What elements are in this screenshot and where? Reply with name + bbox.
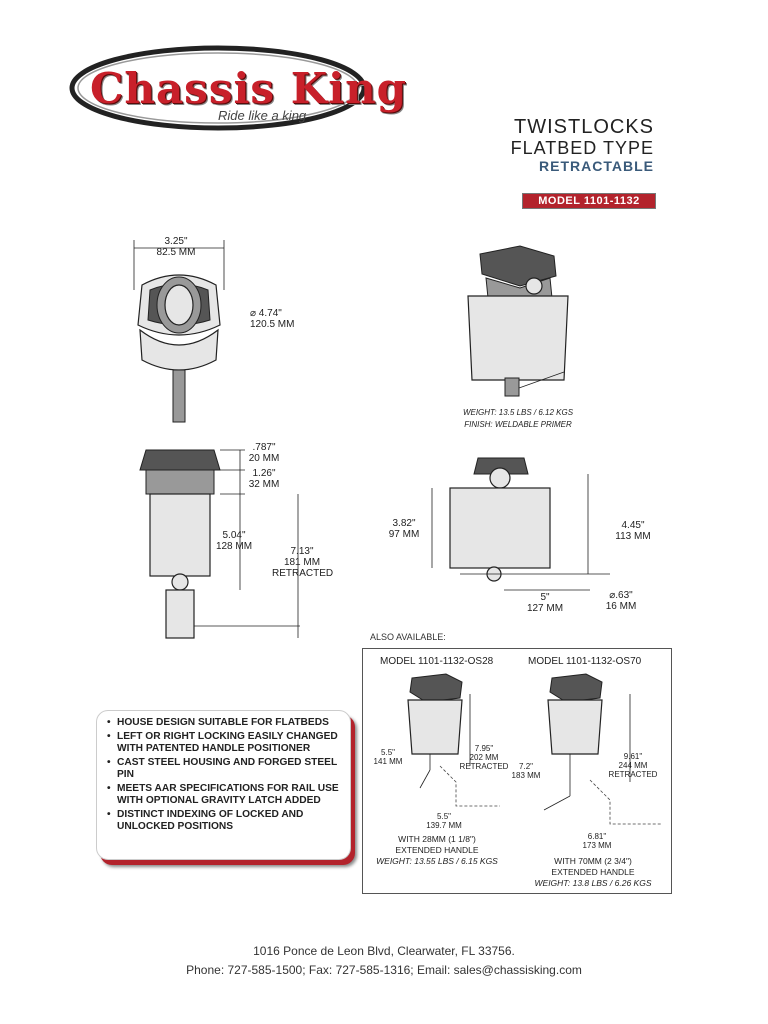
feature-item: CAST STEEL HOUSING AND FORGED STEEL PIN [107,757,344,781]
variant-right-model: MODEL 1101-1132-OS70 [528,656,642,667]
also-available-box [362,648,672,894]
variant-right-width: 6.81"173 MM [582,832,612,850]
front-h2-label: 4.45"113 MM [615,520,651,542]
model-badge: MODEL 1101-1132 [522,193,656,209]
feature-item: MEETS AAR SPECIFICATIONS FOR RAIL USE WI… [107,783,344,807]
variant-right-height: 7.2"183 MM [511,762,541,780]
top-diameter-label: ⌀ 4.74"120.5 MM [250,308,295,330]
brand-tagline: Ride like a king [218,108,307,123]
also-available-label: ALSO AVAILABLE: [370,632,446,642]
variant-left-height: 5.5"141 MM [373,748,403,766]
variant-right-cap1: WITH 70MM (2 3/4") [554,856,632,866]
front-width-label: 5"127 MM [526,592,564,614]
variant-left-model: MODEL 1101-1132-OS28 [380,656,494,667]
footer-contact: Phone: 727-585-1500; Fax: 727-585-1316; … [186,963,582,977]
variant-left-drawing [407,673,500,807]
brand-name: Chassis King [90,64,408,113]
variant-left-cap1: WITH 28MM (1 1/8") [398,834,476,844]
variant-right-drawing [543,673,662,825]
logo-swoosh [69,45,367,131]
features-box: HOUSE DESIGN SUITABLE FOR FLATBEDS LEFT … [96,710,351,860]
iso-view-drawing [467,245,569,397]
variant-right-cap2: EXTENDED HANDLE [551,867,635,877]
top-width-label: 3.25"82.5 MM [156,236,196,258]
feature-item: LEFT OR RIGHT LOCKING EASILY CHANGED WIT… [107,731,344,755]
variant-left-weight: WEIGHT: 13.55 LBS / 6.15 KGS [376,856,498,866]
brand-logo: Chassis King Ride like a king [68,42,406,134]
variant-left-width: 5.5"139.7 MM [426,812,462,830]
side-d1-label: .787"20 MM [248,442,280,464]
front-view-drawing [431,457,610,591]
product-title: TWISTLOCKS [513,116,654,138]
front-pin-label: ⌀.63"16 MM [605,590,637,612]
side-view-drawing [139,449,300,639]
feature-item: DISTINCT INDEXING OF LOCKED AND UNLOCKED… [107,809,344,833]
variant-right-weight: WEIGHT: 13.8 LBS / 6.26 KGS [534,878,652,888]
front-h1-label: 3.82"97 MM [388,518,420,540]
iso-weight: WEIGHT: 13.5 LBS / 6.12 KGS [462,408,574,417]
footer-address: 1016 Ponce de Leon Blvd, Clearwater, FL … [253,944,515,958]
variant-left-cap2: EXTENDED HANDLE [395,845,479,855]
product-variant: RETRACTABLE [539,158,654,174]
product-subtitle: FLATBED TYPE [510,138,654,158]
side-d3-label: 5.04"128 MM [215,530,253,552]
iso-finish: FINISH: WELDABLE PRIMER [464,420,572,429]
features-list: HOUSE DESIGN SUITABLE FOR FLATBEDS LEFT … [107,717,344,833]
feature-item: HOUSE DESIGN SUITABLE FOR FLATBEDS [107,717,344,729]
top-view-drawing [133,240,225,423]
side-d2-label: 1.26"32 MM [248,468,280,490]
